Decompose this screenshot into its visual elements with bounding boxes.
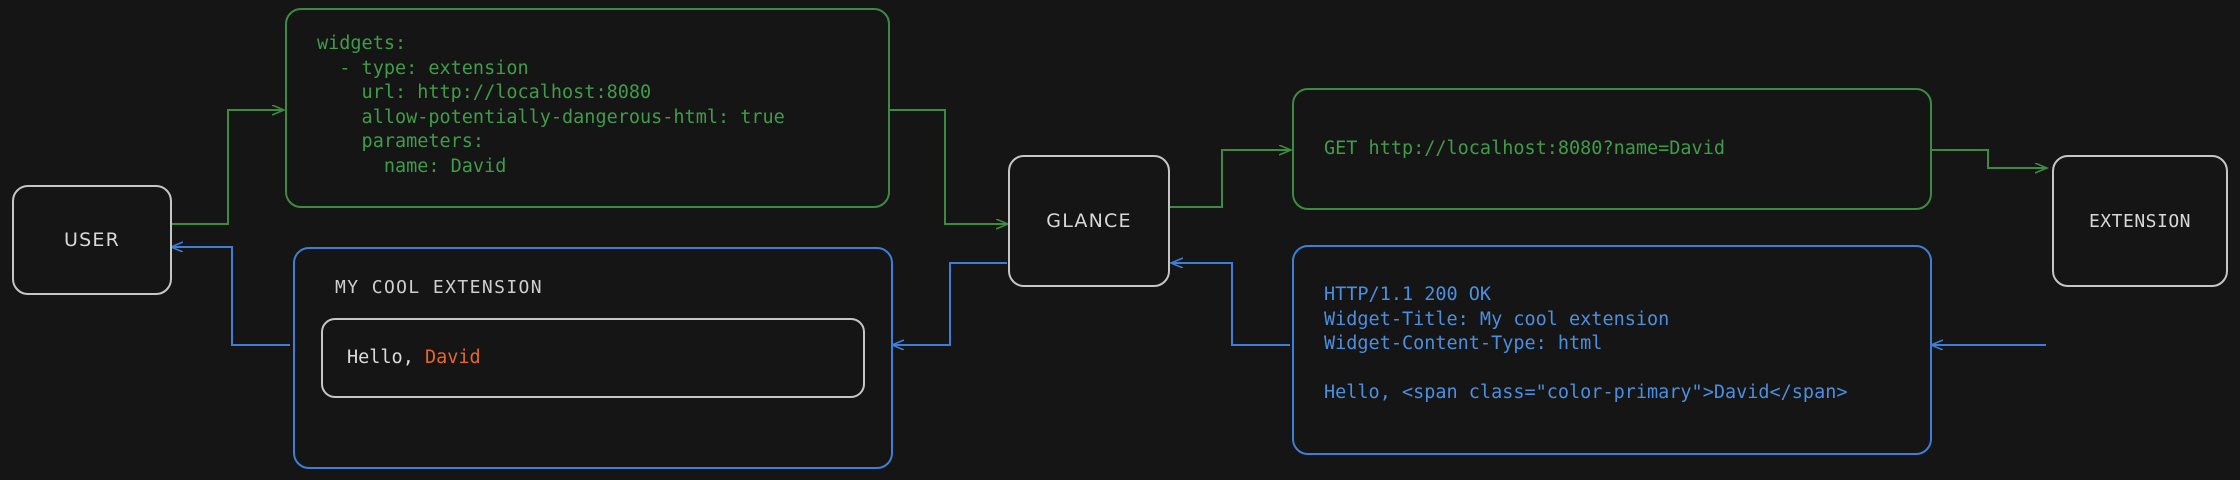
node-glance[interactable]: GLANCE xyxy=(1008,155,1170,287)
response-code: HTTP/1.1 200 OK Widget-Title: My cool ex… xyxy=(1324,284,1848,403)
widget-name-accent: David xyxy=(424,347,481,368)
panel-response[interactable]: HTTP/1.1 200 OK Widget-Title: My cool ex… xyxy=(1292,245,1932,455)
panel-config[interactable]: widgets: - type: extension url: http://l… xyxy=(285,8,890,208)
request-code: GET http://localhost:8080?name=David xyxy=(1324,137,1725,159)
node-glance-label: GLANCE xyxy=(1046,210,1132,232)
node-user-label: USER xyxy=(64,229,120,251)
widget-greeting: Hello, xyxy=(347,347,425,368)
node-user[interactable]: USER xyxy=(12,185,172,295)
panel-request[interactable]: GET http://localhost:8080?name=David xyxy=(1292,88,1932,210)
node-extension-label: EXTENSION xyxy=(2088,210,2192,232)
panel-widget[interactable]: MY COOL EXTENSION Hello, David xyxy=(293,247,893,469)
widget-title: MY COOL EXTENSION xyxy=(335,277,544,298)
config-code: widgets: - type: extension url: http://l… xyxy=(317,33,785,177)
widget-body: Hello, David xyxy=(321,318,865,398)
node-extension[interactable]: EXTENSION xyxy=(2052,155,2228,287)
